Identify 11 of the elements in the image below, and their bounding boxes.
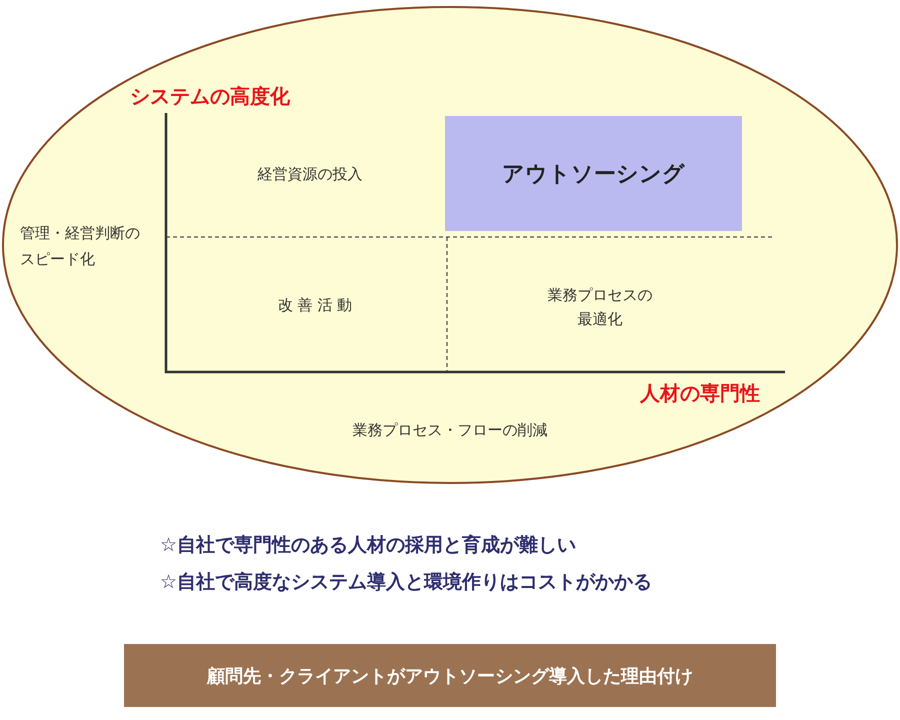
side-label: 管理・経営判断のスピード化 — [20, 223, 141, 270]
quadrant-label: 改 善 活 動 — [276, 296, 354, 315]
bullet-text: ☆自社で高度なシステム導入と環境作りはコストがかかる — [160, 570, 654, 595]
bottom-label: 業務プロセス・フローの削減 — [352, 421, 548, 440]
quadrant-label: 業務プロセスの最適化 — [546, 285, 654, 330]
bullet-text: ☆自社で専門性のある人材の採用と育成が難しい — [160, 533, 578, 558]
banner: 顧問先・クライアントがアウトソーシング導入した理由付け — [124, 644, 776, 707]
quadrant-label: 経営資源の投入 — [256, 165, 364, 184]
axis-title: 人材の専門性 — [638, 380, 760, 407]
axis-title: システムの高度化 — [130, 83, 291, 110]
highlight-box: アウトソーシング — [445, 116, 742, 231]
